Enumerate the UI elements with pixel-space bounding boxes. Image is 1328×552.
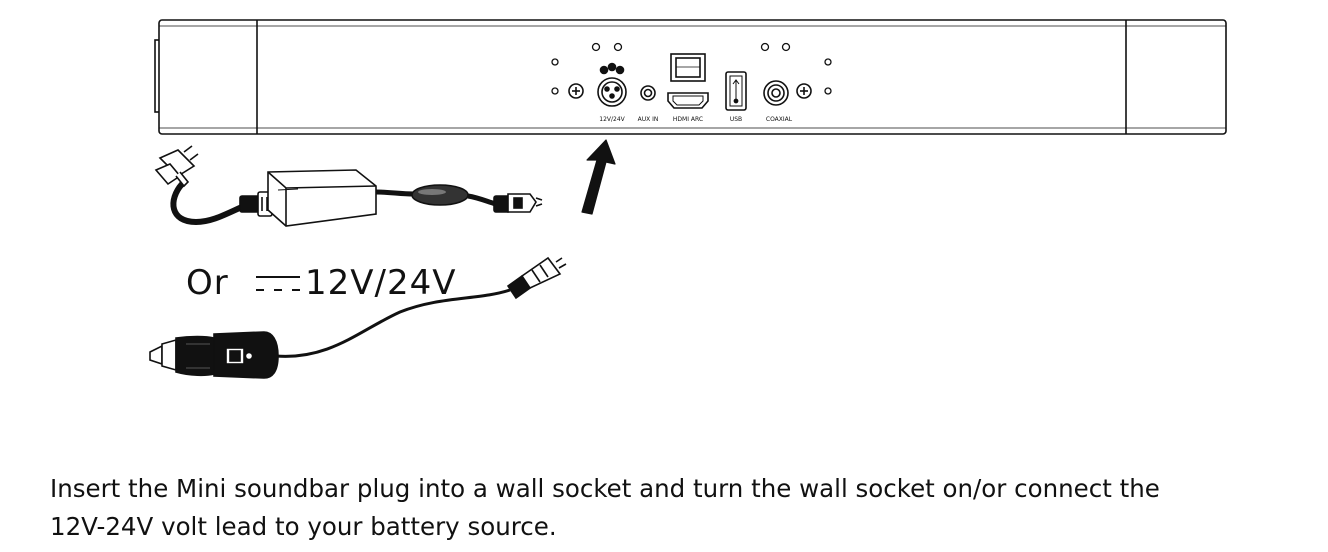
caption-line-1: Insert the Mini soundbar plug into a wal… xyxy=(50,474,1160,503)
port-label-power: 12V/24V xyxy=(599,116,625,123)
wall-plug-icon xyxy=(154,145,199,188)
ac-power-adapter xyxy=(154,145,543,227)
adapter-brick xyxy=(267,169,377,227)
or-word: Or xyxy=(186,263,229,303)
car-charger-lead xyxy=(149,256,567,379)
car-lead-output-plug xyxy=(506,256,567,300)
insert-arrow-icon xyxy=(581,139,616,215)
caption-line-2: 12V-24V volt lead to your battery source… xyxy=(50,512,557,541)
power-switch xyxy=(670,53,706,82)
dc-symbol-icon xyxy=(256,276,300,291)
coaxial-port xyxy=(763,80,789,106)
usb-port xyxy=(725,71,747,111)
screw-right-icon xyxy=(796,83,812,99)
voltage-label: 12V/24V xyxy=(305,263,457,303)
power-input-port xyxy=(597,62,627,107)
screw-holes xyxy=(551,42,832,95)
port-label-usb: USB xyxy=(730,116,742,123)
instruction-caption: Insert the Mini soundbar plug into a wal… xyxy=(50,470,1300,546)
hdmi-arc-port xyxy=(667,92,709,109)
port-label-hdmi: HDMI ARC xyxy=(673,116,703,123)
ferrite-core xyxy=(411,184,469,206)
connection-diagram: 12V/24V AUX IN HDMI ARC USB COAXIAL xyxy=(149,19,1227,379)
cigarette-lighter-plug xyxy=(149,331,279,379)
screw-left-icon xyxy=(568,83,584,99)
aux-in-port xyxy=(640,85,656,101)
alt-power-label: Or 12V/24V xyxy=(186,263,457,303)
port-label-aux: AUX IN xyxy=(638,116,659,123)
dc-output-plug xyxy=(493,193,543,213)
port-label-coaxial: COAXIAL xyxy=(766,116,793,123)
